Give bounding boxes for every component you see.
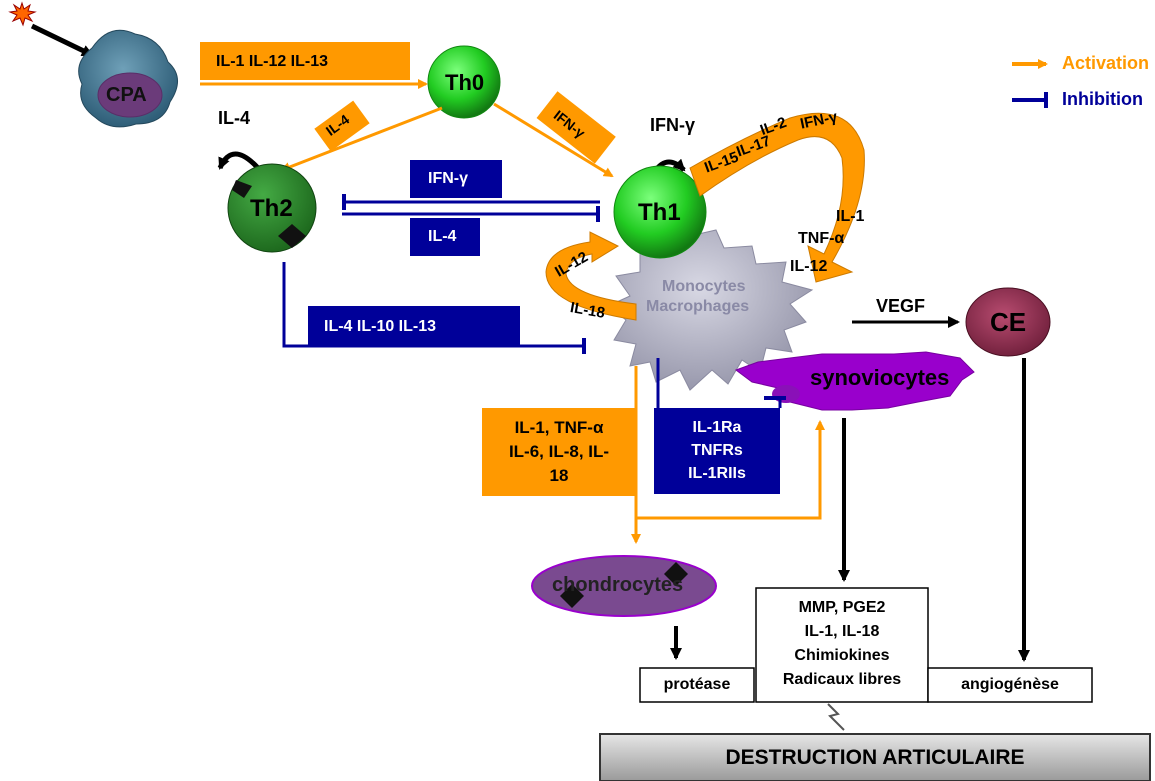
legend-activation: Activation bbox=[1062, 53, 1150, 73]
anti-inflam-line-2: TNFRs bbox=[691, 442, 743, 459]
th0-cell bbox=[427, 45, 501, 119]
macro-feedback-signal-3: IL-12 bbox=[790, 258, 828, 275]
anti-inflam-line-1: IL-1Ra bbox=[692, 419, 742, 436]
th2-autocrine-signal: IL-4 bbox=[218, 108, 251, 128]
mediators-box: MMP, PGE2 IL-1, IL-18 Chimiokines Radica… bbox=[756, 596, 928, 692]
legend-inhibition: Inhibition bbox=[1062, 89, 1143, 109]
pro-inflam-line-3: 18 bbox=[549, 466, 569, 485]
macro-feedback-signal-1: IL-1 bbox=[836, 208, 865, 225]
ce-cell bbox=[965, 287, 1051, 357]
th2-inhib-th1-signal: IL-4 bbox=[428, 228, 457, 245]
macro-feedback-signal-2: TNF-α bbox=[798, 230, 845, 247]
th1-cell bbox=[613, 165, 707, 259]
synoviocytes-label: synoviocytes bbox=[810, 365, 950, 390]
th1-autocrine-signal: IFN-γ bbox=[650, 115, 695, 135]
chondrocytes-label: chondrocytes bbox=[552, 574, 684, 596]
th2-inhib-macro-signals: IL-4 IL-10 IL-13 bbox=[324, 318, 437, 335]
angiogenesis-label: angiogénèse bbox=[961, 676, 1059, 693]
th2-label: Th2 bbox=[250, 195, 293, 222]
protease-label: protéase bbox=[663, 676, 731, 693]
macrophage-label-1: Monocytes bbox=[662, 278, 746, 295]
mediator-line-2: IL-1, IL-18 bbox=[804, 623, 880, 640]
pro-inflam-line-1: IL-1, TNF-α bbox=[514, 418, 604, 437]
apc-th0-signals: IL-1 IL-12 IL-13 bbox=[216, 53, 329, 70]
mediator-line-4: Radicaux libres bbox=[782, 671, 902, 688]
th1-label: Th1 bbox=[638, 199, 681, 226]
ce-label: CE bbox=[990, 307, 1027, 337]
macrophage-label-2: Macrophages bbox=[646, 298, 750, 315]
anti-inflam-line-3: IL-1RIIs bbox=[688, 465, 746, 482]
anti-inflammatory-box: IL-1Ra TNFRs IL-1RIIs bbox=[654, 416, 780, 485]
pro-inflammatory-box: IL-1, TNF-α IL-6, IL-8, IL- 18 bbox=[482, 416, 636, 488]
destruction-label: DESTRUCTION ARTICULAIRE bbox=[725, 746, 1025, 769]
mediator-line-3: Chimiokines bbox=[794, 647, 890, 664]
mediator-line-1: MMP, PGE2 bbox=[798, 599, 886, 616]
antigen-star-icon bbox=[8, 1, 37, 27]
pro-inflam-line-2: IL-6, IL-8, IL- bbox=[508, 442, 610, 461]
th0-label: Th0 bbox=[445, 70, 485, 95]
vegf-label: VEGF bbox=[876, 296, 926, 316]
th1-inhib-th2-signal: IFN-γ bbox=[428, 170, 468, 187]
apc-label: CPA bbox=[106, 84, 147, 106]
